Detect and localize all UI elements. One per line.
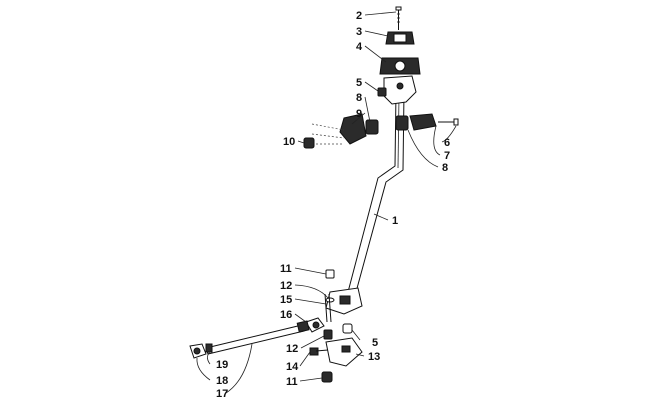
callout-5-lower: 5: [372, 337, 378, 349]
callout-8-right: 8: [442, 162, 448, 174]
upper-bracket: [383, 75, 417, 105]
clamp-block-part-4: [379, 57, 421, 75]
upper-clamp-part-3: [385, 31, 415, 45]
leader-lines: [196, 11, 457, 394]
nut-part-10: [303, 137, 315, 149]
bushing-part-8-left: [365, 119, 379, 135]
lower-support-part-13: [325, 337, 363, 367]
callout-13: 13: [368, 351, 380, 363]
nut-part-5-upper: [377, 87, 387, 97]
callout-9: 9: [356, 108, 362, 120]
bolt-part-14: [309, 347, 329, 356]
callout-1: 1: [392, 215, 398, 227]
callout-7: 7: [444, 150, 450, 162]
nut-part-5-lower: [342, 323, 353, 334]
callout-3: 3: [356, 26, 362, 38]
bushing-part-8-right: [395, 115, 409, 131]
callout-4: 4: [356, 41, 363, 53]
callout-8-left: 8: [356, 92, 362, 104]
callout-12-lower: 12: [286, 343, 298, 355]
callout-17: 17: [216, 388, 228, 400]
callout-12-upper: 12: [280, 280, 292, 292]
bolt-part-2: [395, 6, 402, 30]
rod-end-part-16: [305, 317, 325, 333]
callout-15: 15: [280, 294, 292, 306]
nut-part-11-lower: [321, 371, 333, 383]
callout-11-upper: 11: [280, 263, 292, 275]
left-bracket-part-9: [311, 113, 367, 145]
nut-part-11-upper: [325, 269, 335, 279]
callout-6: 6: [444, 137, 450, 149]
callout-5-upper: 5: [356, 77, 362, 89]
ball-joint-part-18: [189, 343, 207, 359]
callout-14: 14: [286, 361, 299, 373]
jam-nut-part-19: [205, 343, 213, 353]
lower-bracket: [325, 287, 363, 315]
callout-16: 16: [280, 309, 292, 321]
washer-part-12-lower: [323, 329, 333, 340]
bolt-part-6: [438, 118, 459, 126]
callout-10: 10: [283, 136, 295, 148]
right-cap-part-7: [409, 113, 437, 131]
bolt-part-15: [324, 293, 332, 323]
callout-11-lower: 11: [286, 376, 298, 388]
callout-19: 19: [216, 359, 228, 371]
callout-18: 18: [216, 375, 228, 387]
callout-labels: 2 3 4 5 8 9 10 6 7 8 1 11 12 15 16 5 12 …: [216, 10, 450, 400]
callout-2: 2: [356, 10, 362, 22]
